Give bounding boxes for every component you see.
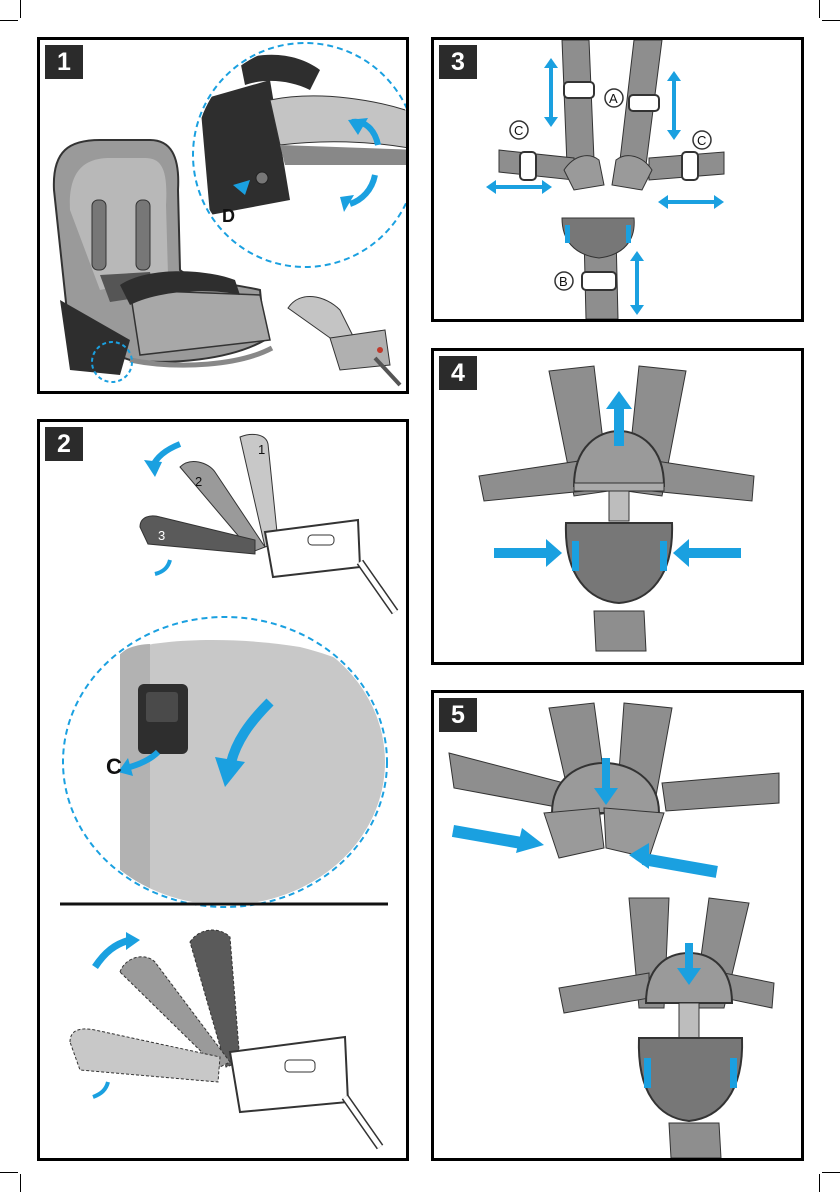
step-4-illustration	[434, 351, 801, 662]
crop-mark-top-right	[822, 20, 840, 21]
recline-positions-diagram	[140, 434, 395, 612]
step-1-panel: 1	[37, 37, 409, 394]
harness-straps	[499, 40, 724, 319]
step-3-panel: 3	[431, 37, 804, 322]
step-5-panel: 5	[431, 690, 804, 1161]
crop-mark-bottom-left-v	[20, 1174, 21, 1192]
crop-mark-top-left	[0, 20, 18, 21]
lever-label-d: D	[222, 206, 235, 226]
step-1-number: 1	[45, 45, 83, 79]
buckle-halves-open	[564, 156, 652, 190]
buckle-lock	[562, 218, 634, 258]
recline-position-1: 1	[258, 442, 265, 457]
step-3-number: 3	[439, 45, 477, 79]
strap-label-c-right: C	[697, 133, 706, 148]
crop-mark-bottom-right-v	[819, 1174, 820, 1192]
strap-label-b: B	[559, 274, 568, 289]
step-4-panel: 4	[431, 348, 804, 665]
crop-mark-top-left-v	[20, 0, 21, 18]
crop-mark-bottom-left	[0, 1172, 18, 1173]
crop-mark-bottom-right	[822, 1172, 840, 1173]
harness-straps-lower	[559, 898, 774, 1158]
side-view-chair	[288, 296, 400, 385]
recline-position-2: 2	[195, 474, 202, 489]
zoom-detail-lever	[193, 43, 406, 267]
strap-label-c-left: C	[514, 123, 523, 138]
buckle-lock	[566, 523, 672, 603]
step-4-number: 4	[439, 356, 477, 390]
recline-upright-diagram	[70, 930, 380, 1147]
step-3-illustration: A C C B	[434, 40, 801, 319]
step-2-illustration: 1 2 3 C	[40, 422, 406, 1158]
recline-position-3: 3	[158, 528, 165, 543]
step-1-illustration: D	[40, 40, 406, 391]
step-2-number: 2	[45, 427, 83, 461]
crop-mark-top-right-v	[819, 0, 820, 18]
button-label-c: C	[106, 754, 122, 779]
step-2-panel: 2 1 2 3	[37, 419, 409, 1161]
strap-label-a: A	[609, 91, 618, 106]
step-5-illustration	[434, 693, 801, 1158]
step-5-number: 5	[439, 698, 477, 732]
